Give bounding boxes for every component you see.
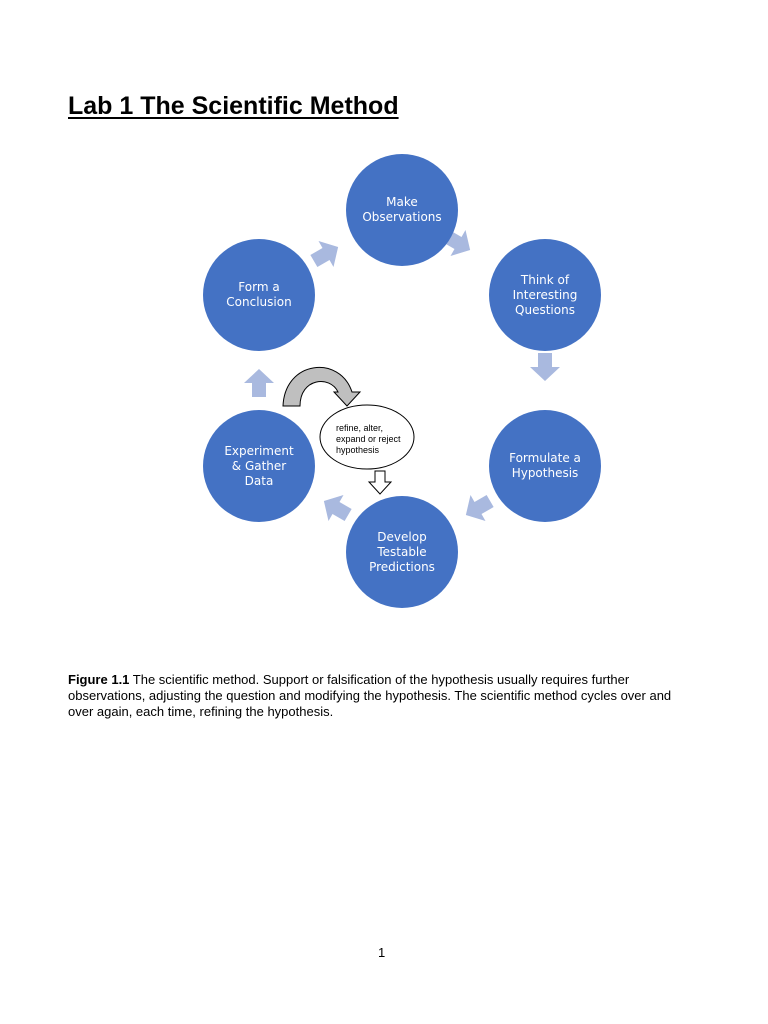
page-number: 1 bbox=[378, 945, 386, 960]
arrow-conclusion-to-observations bbox=[310, 241, 339, 268]
page-title: Lab 1 The Scientific Method bbox=[68, 92, 399, 120]
figure-label: Figure 1.1 bbox=[68, 672, 130, 687]
scientific-method-diagram: Make Observations Think of Interesting Q… bbox=[203, 154, 601, 608]
figure-caption: Figure 1.1 The scientific method. Suppor… bbox=[68, 672, 698, 720]
feedback-note: refine, alter, expand or reject hypothes… bbox=[336, 423, 401, 455]
curved-feedback-arrow bbox=[282, 367, 362, 407]
arrow-questions-to-hypothesis bbox=[530, 353, 560, 381]
arrow-hypothesis-to-predictions bbox=[465, 494, 494, 521]
node-form-conclusion: Form a Conclusion bbox=[203, 239, 315, 351]
node-make-observations: Make Observations bbox=[346, 154, 458, 266]
arrow-predictions-to-experiment bbox=[323, 495, 352, 522]
down-arrow-outline bbox=[367, 470, 393, 495]
node-formulate-hypothesis: Formulate a Hypothesis bbox=[489, 410, 601, 522]
node-experiment-data: Experiment & Gather Data bbox=[203, 410, 315, 522]
arrow-experiment-to-conclusion bbox=[244, 369, 274, 397]
diagram-arrows bbox=[244, 229, 560, 522]
node-develop-predictions: Develop Testable Predictions bbox=[346, 496, 458, 608]
figure-caption-text: The scientific method. Support or falsif… bbox=[68, 672, 672, 719]
node-think-questions: Think of Interesting Questions bbox=[489, 239, 601, 351]
feedback-bubble bbox=[319, 404, 415, 470]
